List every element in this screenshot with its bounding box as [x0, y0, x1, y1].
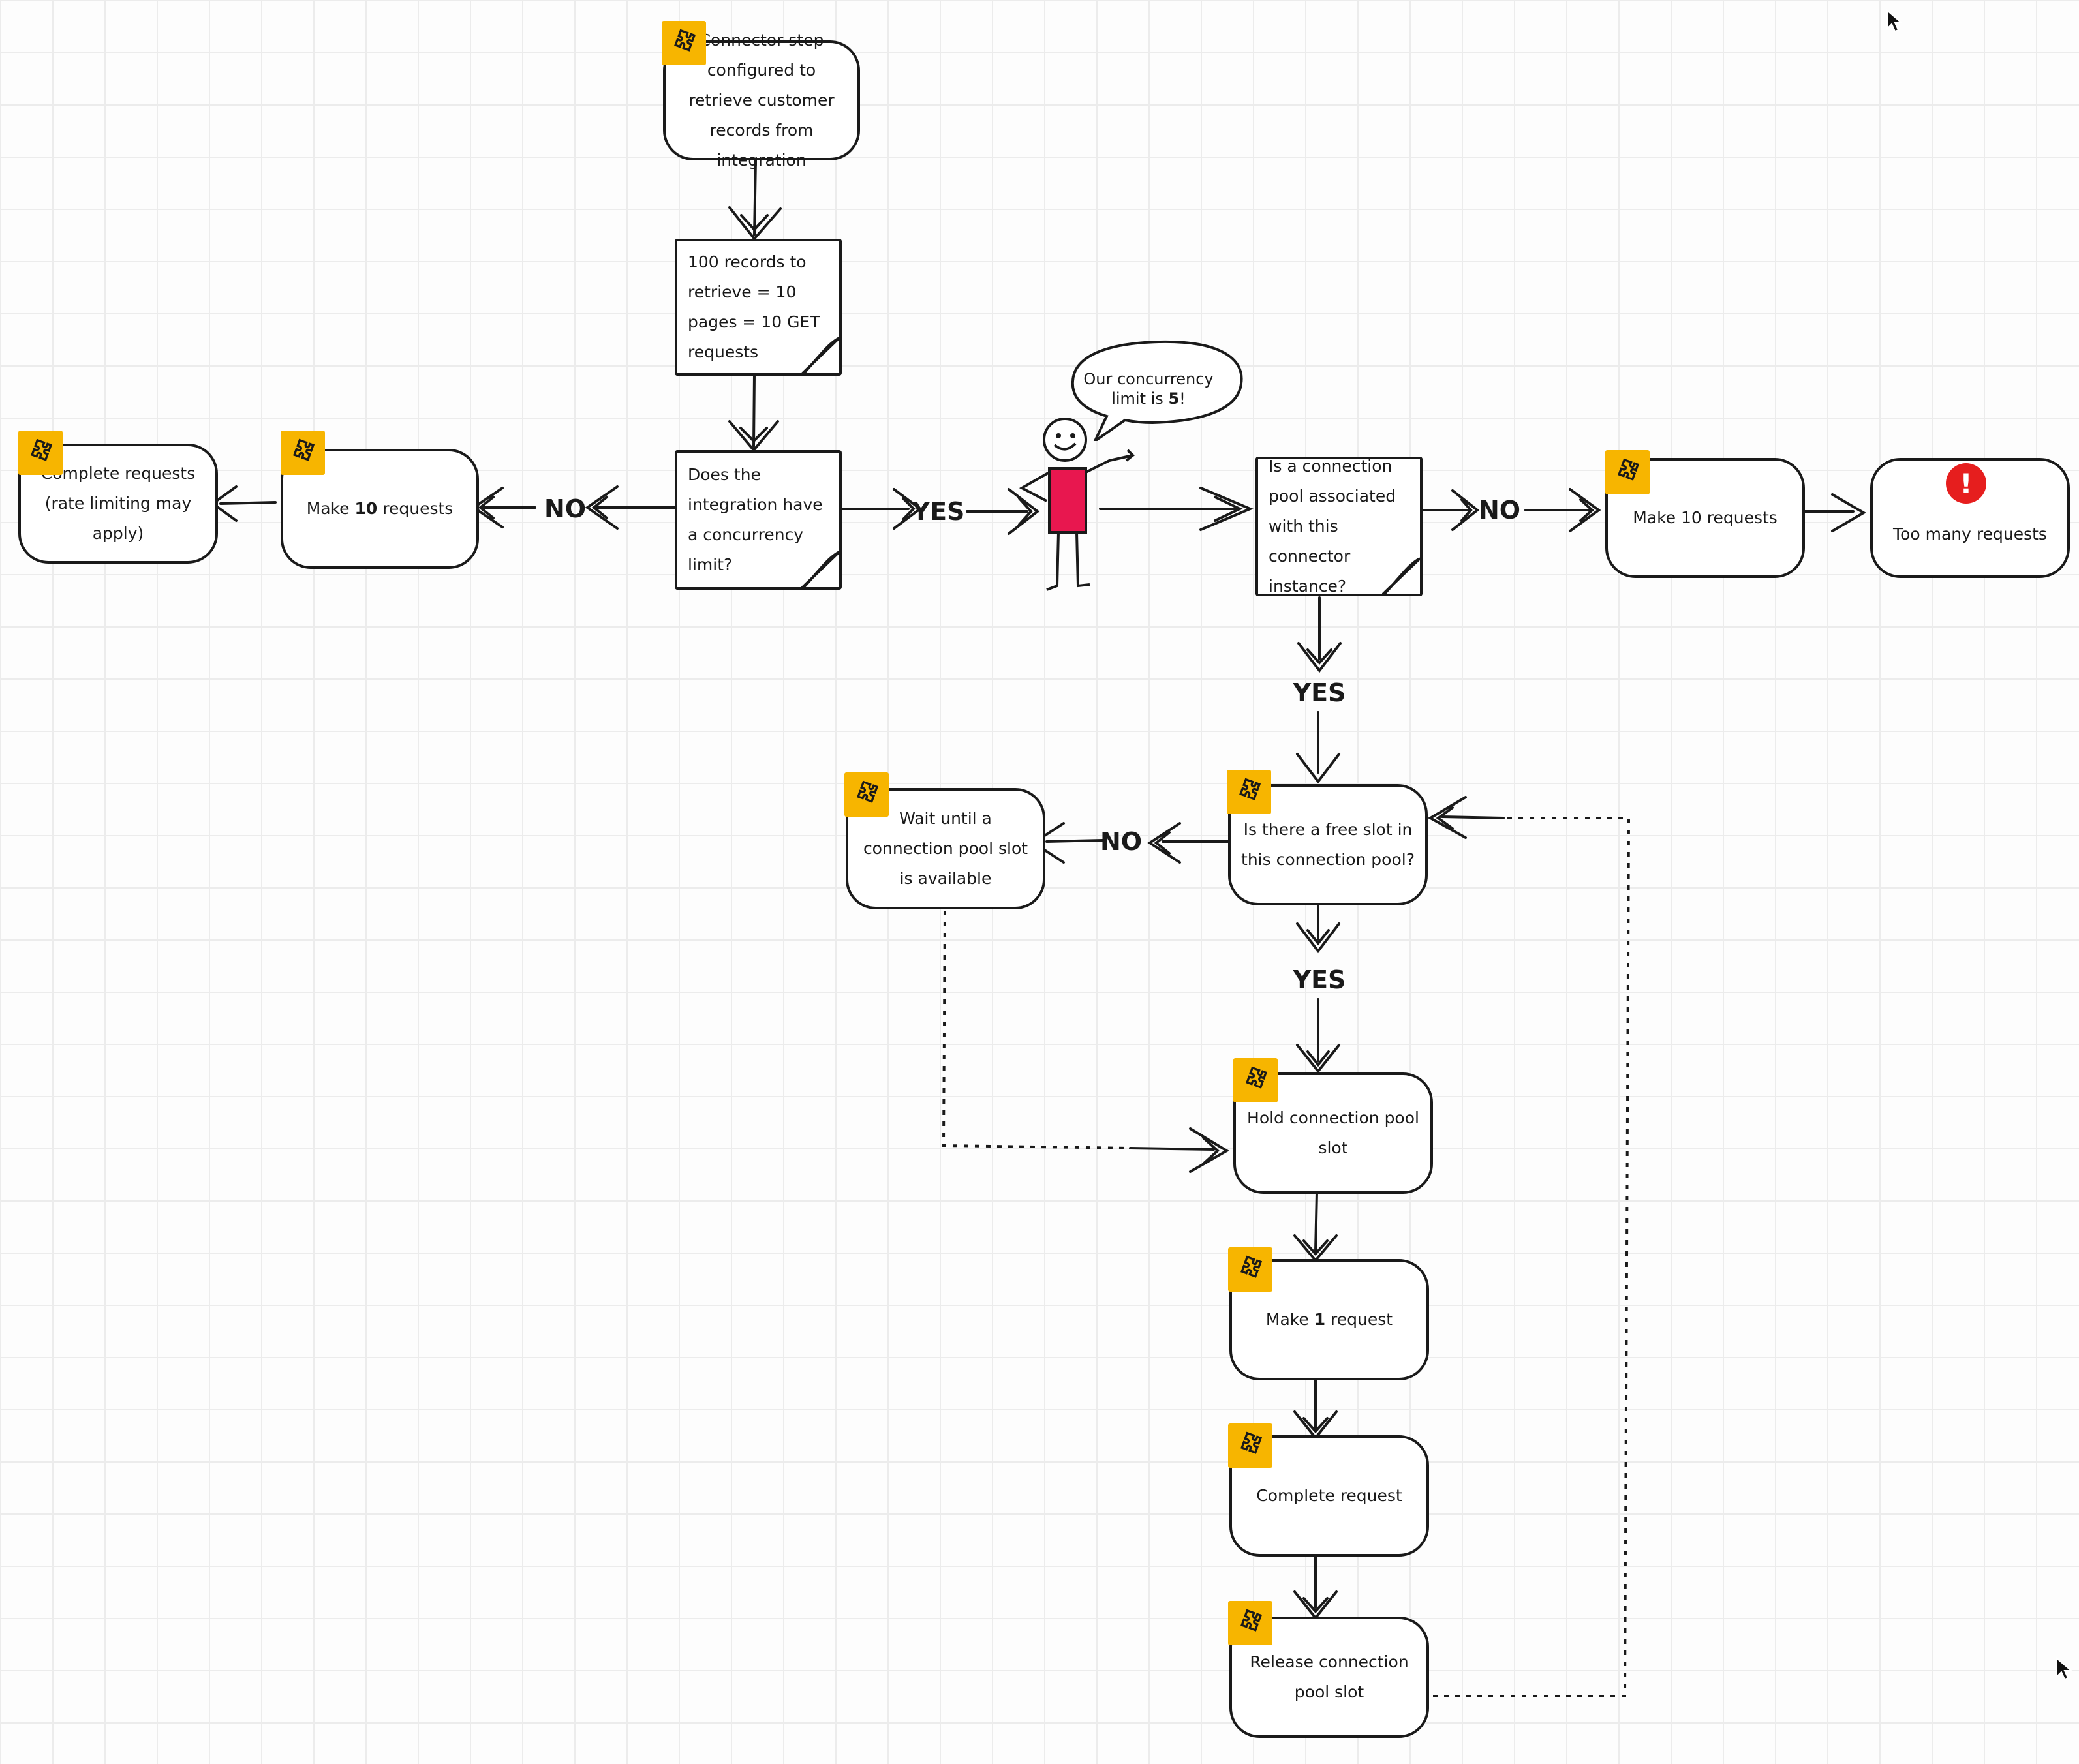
puzzle-gear-icon	[1228, 1247, 1272, 1292]
puzzle-gear-icon	[662, 21, 706, 65]
speech-bubble	[1071, 340, 1243, 441]
arrowhead	[1297, 642, 1342, 673]
edge-label-yes-center: YES	[912, 497, 965, 526]
edge-label-yes-pool: YES	[1293, 678, 1346, 707]
make-1-suffix: request	[1325, 1310, 1393, 1329]
page-fold-icon	[801, 337, 840, 374]
release-slot-node: Release connection pool slot	[1229, 1617, 1429, 1738]
complete-requests-text: Complete requests (rate limiting may app…	[40, 464, 196, 543]
arrowhead	[1189, 1127, 1229, 1173]
arrowhead	[1008, 488, 1040, 535]
records-note: 100 records to retrieve = 10 pages = 10 …	[675, 239, 842, 376]
arrowhead	[1147, 822, 1181, 864]
arrowhead	[893, 488, 923, 530]
make-10-left-prefix: Make	[306, 499, 355, 518]
mouse-pointer-icon	[1886, 9, 1903, 33]
speech-line-2: limit is 5!	[1083, 389, 1214, 408]
edge-label-yes-slot: YES	[1293, 966, 1346, 994]
speech-bubble-text: Our concurrency limit is 5!	[1083, 369, 1214, 408]
puzzle-gear-icon	[1227, 770, 1271, 814]
make-10-right-text: Make 10 requests	[1633, 508, 1778, 527]
wait-slot-text: Wait until a connection pool slot is ava…	[863, 809, 1028, 888]
exclamation-icon: !	[1946, 463, 1986, 504]
arrowhead	[1296, 1044, 1340, 1074]
puzzle-gear-icon	[18, 431, 63, 475]
pool-question-text: Is a connection pool associated with thi…	[1269, 457, 1396, 596]
arrow-make10-to-complete	[219, 501, 277, 505]
concurrency-question-note: Does the integration have a concurrency …	[675, 450, 842, 590]
records-note-text: 100 records to retrieve = 10 pages = 10 …	[688, 252, 820, 361]
arrow-hold-to-make1	[1314, 1191, 1318, 1253]
mouse-pointer-icon	[2056, 1657, 2072, 1680]
make-1-text: Make 1 request	[1255, 1305, 1403, 1335]
page-fold-icon	[801, 551, 840, 588]
edge-label-no-left: NO	[544, 494, 587, 523]
speech-line-1: Our concurrency	[1083, 370, 1214, 388]
make-10-left-bold: 10	[354, 499, 378, 518]
dotted-release-loop	[1433, 817, 1631, 1697]
make-10-left-suffix: requests	[377, 499, 454, 518]
puzzle-gear-icon	[1228, 1423, 1272, 1468]
puzzle-gear-icon	[1233, 1058, 1278, 1102]
make-1-prefix: Make	[1265, 1310, 1314, 1329]
arrow-loop-to-freeslot	[1441, 815, 1505, 819]
pool-question-note: Is a connection pool associated with thi…	[1255, 457, 1423, 596]
arrowhead	[585, 485, 619, 530]
complete-requests-node: Complete requests (rate limiting may app…	[18, 444, 218, 564]
concurrency-question-text: Does the integration have a concurrency …	[688, 465, 823, 574]
speech-line-2-suffix: !	[1179, 389, 1186, 408]
arrowhead	[1831, 493, 1866, 532]
edge-label-no-slot: NO	[1100, 827, 1143, 856]
arrowhead	[1296, 922, 1340, 954]
arrowhead	[1199, 487, 1254, 531]
connector-step-text: Connector step configured to retrieve cu…	[688, 31, 835, 170]
make-10-requests-right-node: Make 10 requests	[1605, 458, 1805, 578]
arrowhead	[1296, 753, 1340, 784]
puzzle-gear-icon	[844, 772, 889, 817]
arrow-wait-to-hold	[1129, 1147, 1215, 1151]
hold-slot-text: Hold connection pool slot	[1247, 1108, 1419, 1157]
complete-request-node: Complete request	[1229, 1435, 1429, 1557]
make-10-requests-left-node: Make 10 requests	[281, 449, 479, 569]
page-fold-icon	[1382, 557, 1421, 595]
arrow-no-to-wait	[1045, 839, 1104, 843]
edge-label-no-right: NO	[1478, 496, 1521, 525]
arrowhead	[1569, 488, 1601, 532]
arrowhead	[1451, 489, 1480, 531]
puzzle-gear-icon	[1228, 1601, 1272, 1645]
complete-request-text: Complete request	[1256, 1486, 1402, 1505]
dotted-connectors	[942, 817, 1631, 1697]
stick-figure-icon	[1019, 418, 1135, 591]
release-slot-text: Release connection pool slot	[1250, 1652, 1409, 1701]
dotted-wait-to-hold	[942, 910, 1131, 1149]
make-10-left-text: Make 10 requests	[296, 494, 464, 524]
connector-step-node: Connector step configured to retrieve cu…	[663, 31, 860, 170]
arrow-connector-to-records	[753, 159, 757, 236]
speech-line-2-bold: 5	[1168, 389, 1180, 408]
puzzle-gear-icon	[281, 431, 325, 475]
make-1-bold: 1	[1314, 1310, 1326, 1329]
puzzle-gear-icon	[1605, 450, 1650, 494]
speech-line-2-prefix: limit is	[1111, 389, 1169, 408]
free-slot-text: Is there a free slot in this connection …	[1241, 820, 1415, 869]
arrowhead	[1427, 796, 1467, 839]
too-many-text: Too many requests	[1893, 525, 2047, 543]
